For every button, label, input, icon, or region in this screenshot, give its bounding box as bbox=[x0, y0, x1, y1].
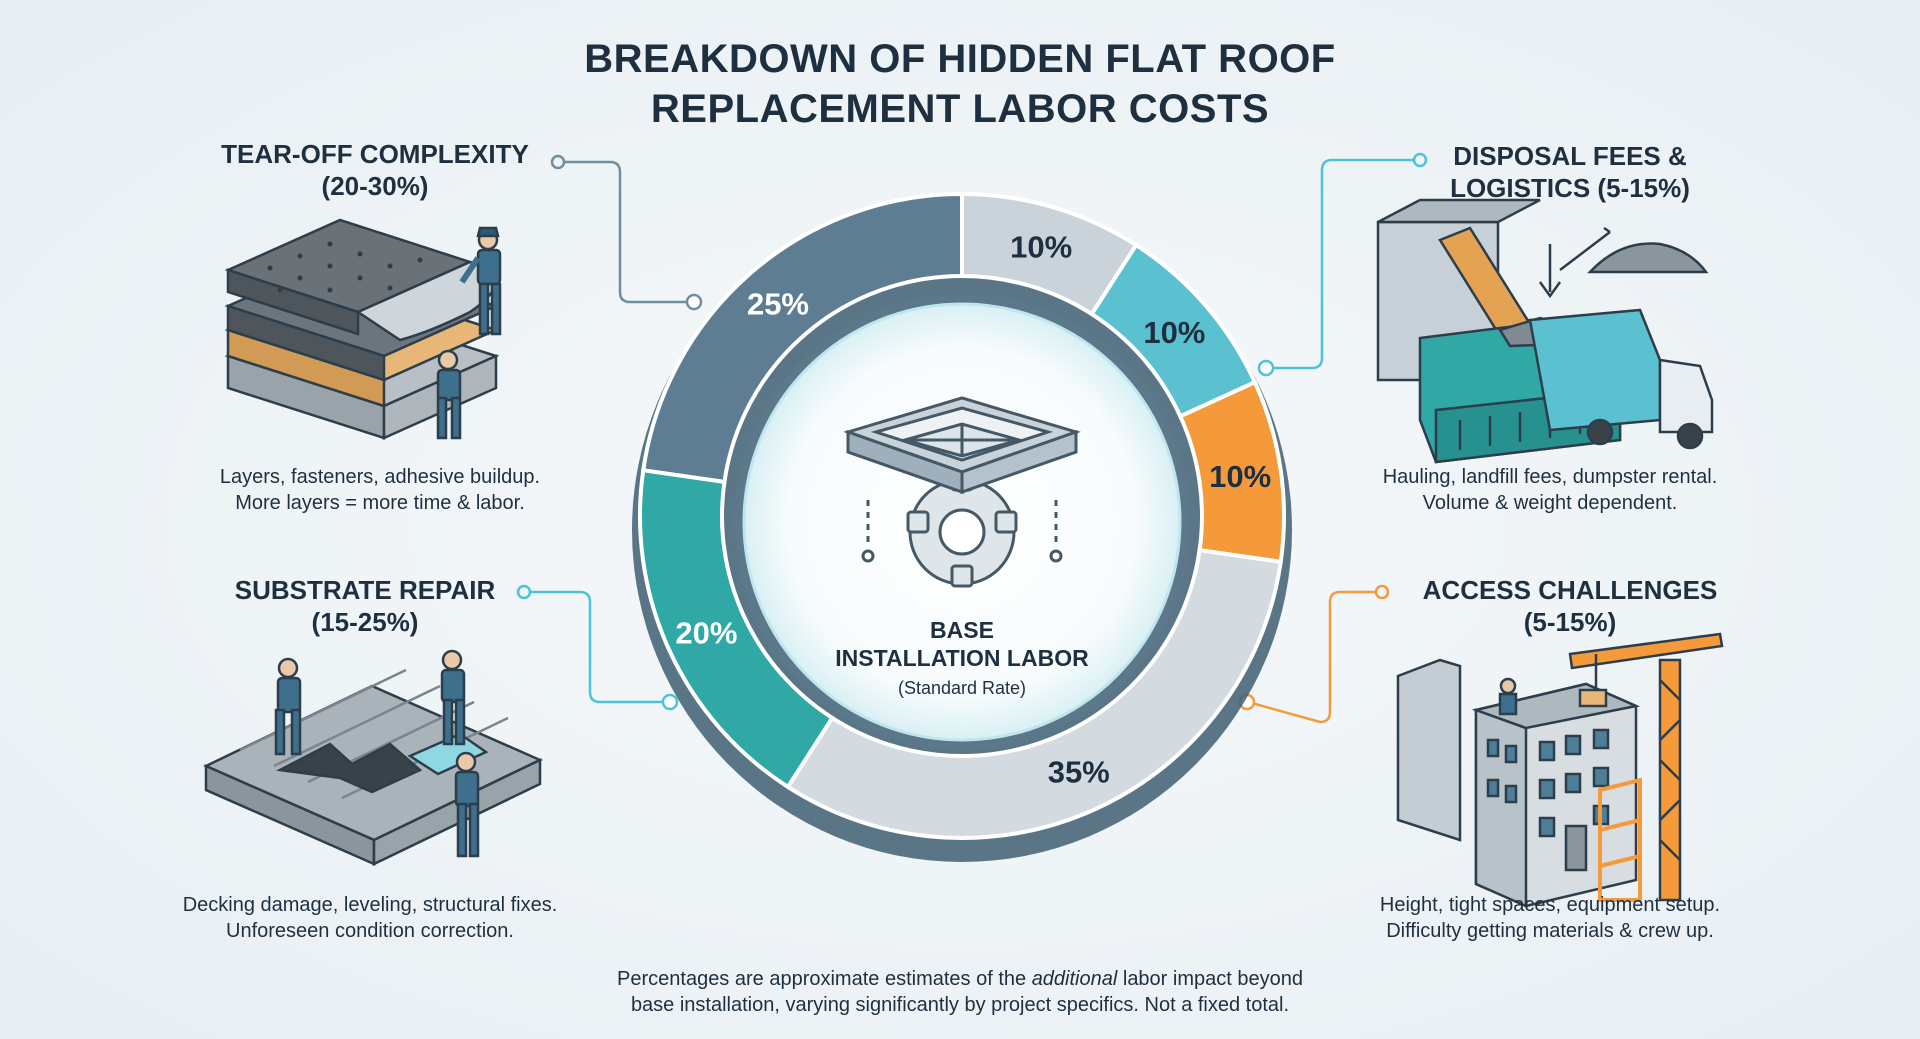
donut-slice-label-4: 35% bbox=[1048, 755, 1110, 790]
disposal-description: Hauling, landfill fees, dumpster rental.… bbox=[1330, 464, 1770, 516]
donut-slices bbox=[638, 191, 1286, 840]
title-line-2: REPLACEMENT LABOR COSTS bbox=[650, 87, 1270, 131]
substrate-heading-line-1: SUBSTRATE REPAIR bbox=[234, 575, 496, 605]
donut-slice-labels: 10% 10% 10% 35% 20% 25% bbox=[675, 229, 1271, 789]
disposal-heading-line-1: DISPOSAL FEES & bbox=[1453, 141, 1687, 171]
tearoff-desc-line-2: More layers = more time & labor. bbox=[235, 492, 525, 514]
tearoff-heading-line-2: (20-30%) bbox=[321, 171, 429, 201]
tearoff-heading-line-1: TEAR-OFF COMPLEXITY bbox=[221, 139, 529, 169]
access-heading-line-2: (5-15%) bbox=[1523, 607, 1617, 637]
substrate-heading-line-2: (15-25%) bbox=[311, 607, 419, 637]
connector-dot-substrate-end bbox=[661, 693, 679, 711]
substrate-description: Decking damage, leveling, structural fix… bbox=[140, 892, 600, 944]
connector-tearoff bbox=[558, 160, 694, 304]
building-crane-illustration bbox=[1396, 632, 1724, 908]
tearoff-heading: TEAR-OFF COMPLEXITY (20-30%) bbox=[190, 138, 560, 202]
footnote-emphasis: additional bbox=[1031, 968, 1118, 990]
access-desc-line-1: Height, tight spaces, equipment setup. bbox=[1379, 894, 1721, 916]
donut-slice-4 bbox=[785, 547, 1283, 840]
center-label-line-3: (Standard Rate) bbox=[898, 678, 1026, 698]
tearoff-desc-line-1: Layers, fasteners, adhesive buildup. bbox=[219, 466, 541, 488]
connector-dot-substrate-start bbox=[516, 584, 532, 600]
connector-dot-disposal-end bbox=[1257, 359, 1275, 377]
donut-slice-label-1: 10% bbox=[1010, 229, 1072, 264]
footnote-line-1: Percentages are approximate estimates of… bbox=[460, 966, 1460, 992]
tearoff-description: Layers, fasteners, adhesive buildup. Mor… bbox=[170, 464, 590, 516]
footnote: Percentages are approximate estimates of… bbox=[460, 966, 1460, 1018]
connector-dot-disposal-start bbox=[1412, 152, 1428, 168]
connector-disposal bbox=[1268, 158, 1420, 370]
donut-slice-label-2: 10% bbox=[1143, 315, 1205, 350]
damaged-decking-illustration bbox=[203, 649, 543, 866]
donut-slice-6 bbox=[641, 191, 964, 485]
callout-connectors bbox=[516, 152, 1428, 724]
roof-frame-gear-icon bbox=[843, 396, 1081, 588]
footnote-part-1: Percentages are approximate estimates of… bbox=[617, 968, 1032, 990]
connector-access bbox=[1247, 590, 1382, 724]
center-label-line-1: BASE bbox=[930, 617, 994, 643]
title-line-1: BREAKDOWN OF HIDDEN FLAT ROOF bbox=[584, 37, 1336, 81]
disposal-heading: DISPOSAL FEES & LOGISTICS (5-15%) bbox=[1410, 140, 1730, 204]
connector-dot-tearoff-end bbox=[685, 293, 703, 311]
disposal-heading-line-2: LOGISTICS (5-15%) bbox=[1450, 173, 1690, 203]
access-heading: ACCESS CHALLENGES (5-15%) bbox=[1390, 574, 1750, 638]
disposal-desc-line-1: Hauling, landfill fees, dumpster rental. bbox=[1382, 466, 1718, 488]
connector-dot-access-start bbox=[1374, 584, 1390, 600]
dumpster-truck-illustration bbox=[1376, 198, 1714, 464]
access-heading-line-1: ACCESS CHALLENGES bbox=[1422, 575, 1718, 605]
connector-dot-tearoff-start bbox=[550, 154, 566, 170]
donut-slice-label-6: 25% bbox=[747, 287, 809, 322]
substrate-desc-line-1: Decking damage, leveling, structural fix… bbox=[182, 894, 558, 916]
substrate-heading: SUBSTRATE REPAIR (15-25%) bbox=[200, 574, 530, 638]
donut-slice-label-3: 10% bbox=[1209, 459, 1271, 494]
chart-title: BREAKDOWN OF HIDDEN FLAT ROOF REPLACEMEN… bbox=[0, 34, 1920, 134]
donut-slice-label-5: 20% bbox=[675, 616, 737, 651]
access-desc-line-2: Difficulty getting materials & crew up. bbox=[1386, 920, 1714, 942]
footnote-part-2: labor impact beyond bbox=[1117, 968, 1303, 990]
substrate-desc-line-2: Unforeseen condition correction. bbox=[226, 920, 514, 942]
roof-layers-tearoff-illustration bbox=[224, 218, 502, 440]
connector-substrate bbox=[524, 590, 670, 704]
access-description: Height, tight spaces, equipment setup. D… bbox=[1330, 892, 1770, 944]
center-label-line-2: INSTALLATION LABOR bbox=[835, 645, 1089, 671]
footnote-line-2: base installation, varying significantly… bbox=[630, 994, 1290, 1016]
disposal-desc-line-2: Volume & weight dependent. bbox=[1422, 492, 1678, 514]
